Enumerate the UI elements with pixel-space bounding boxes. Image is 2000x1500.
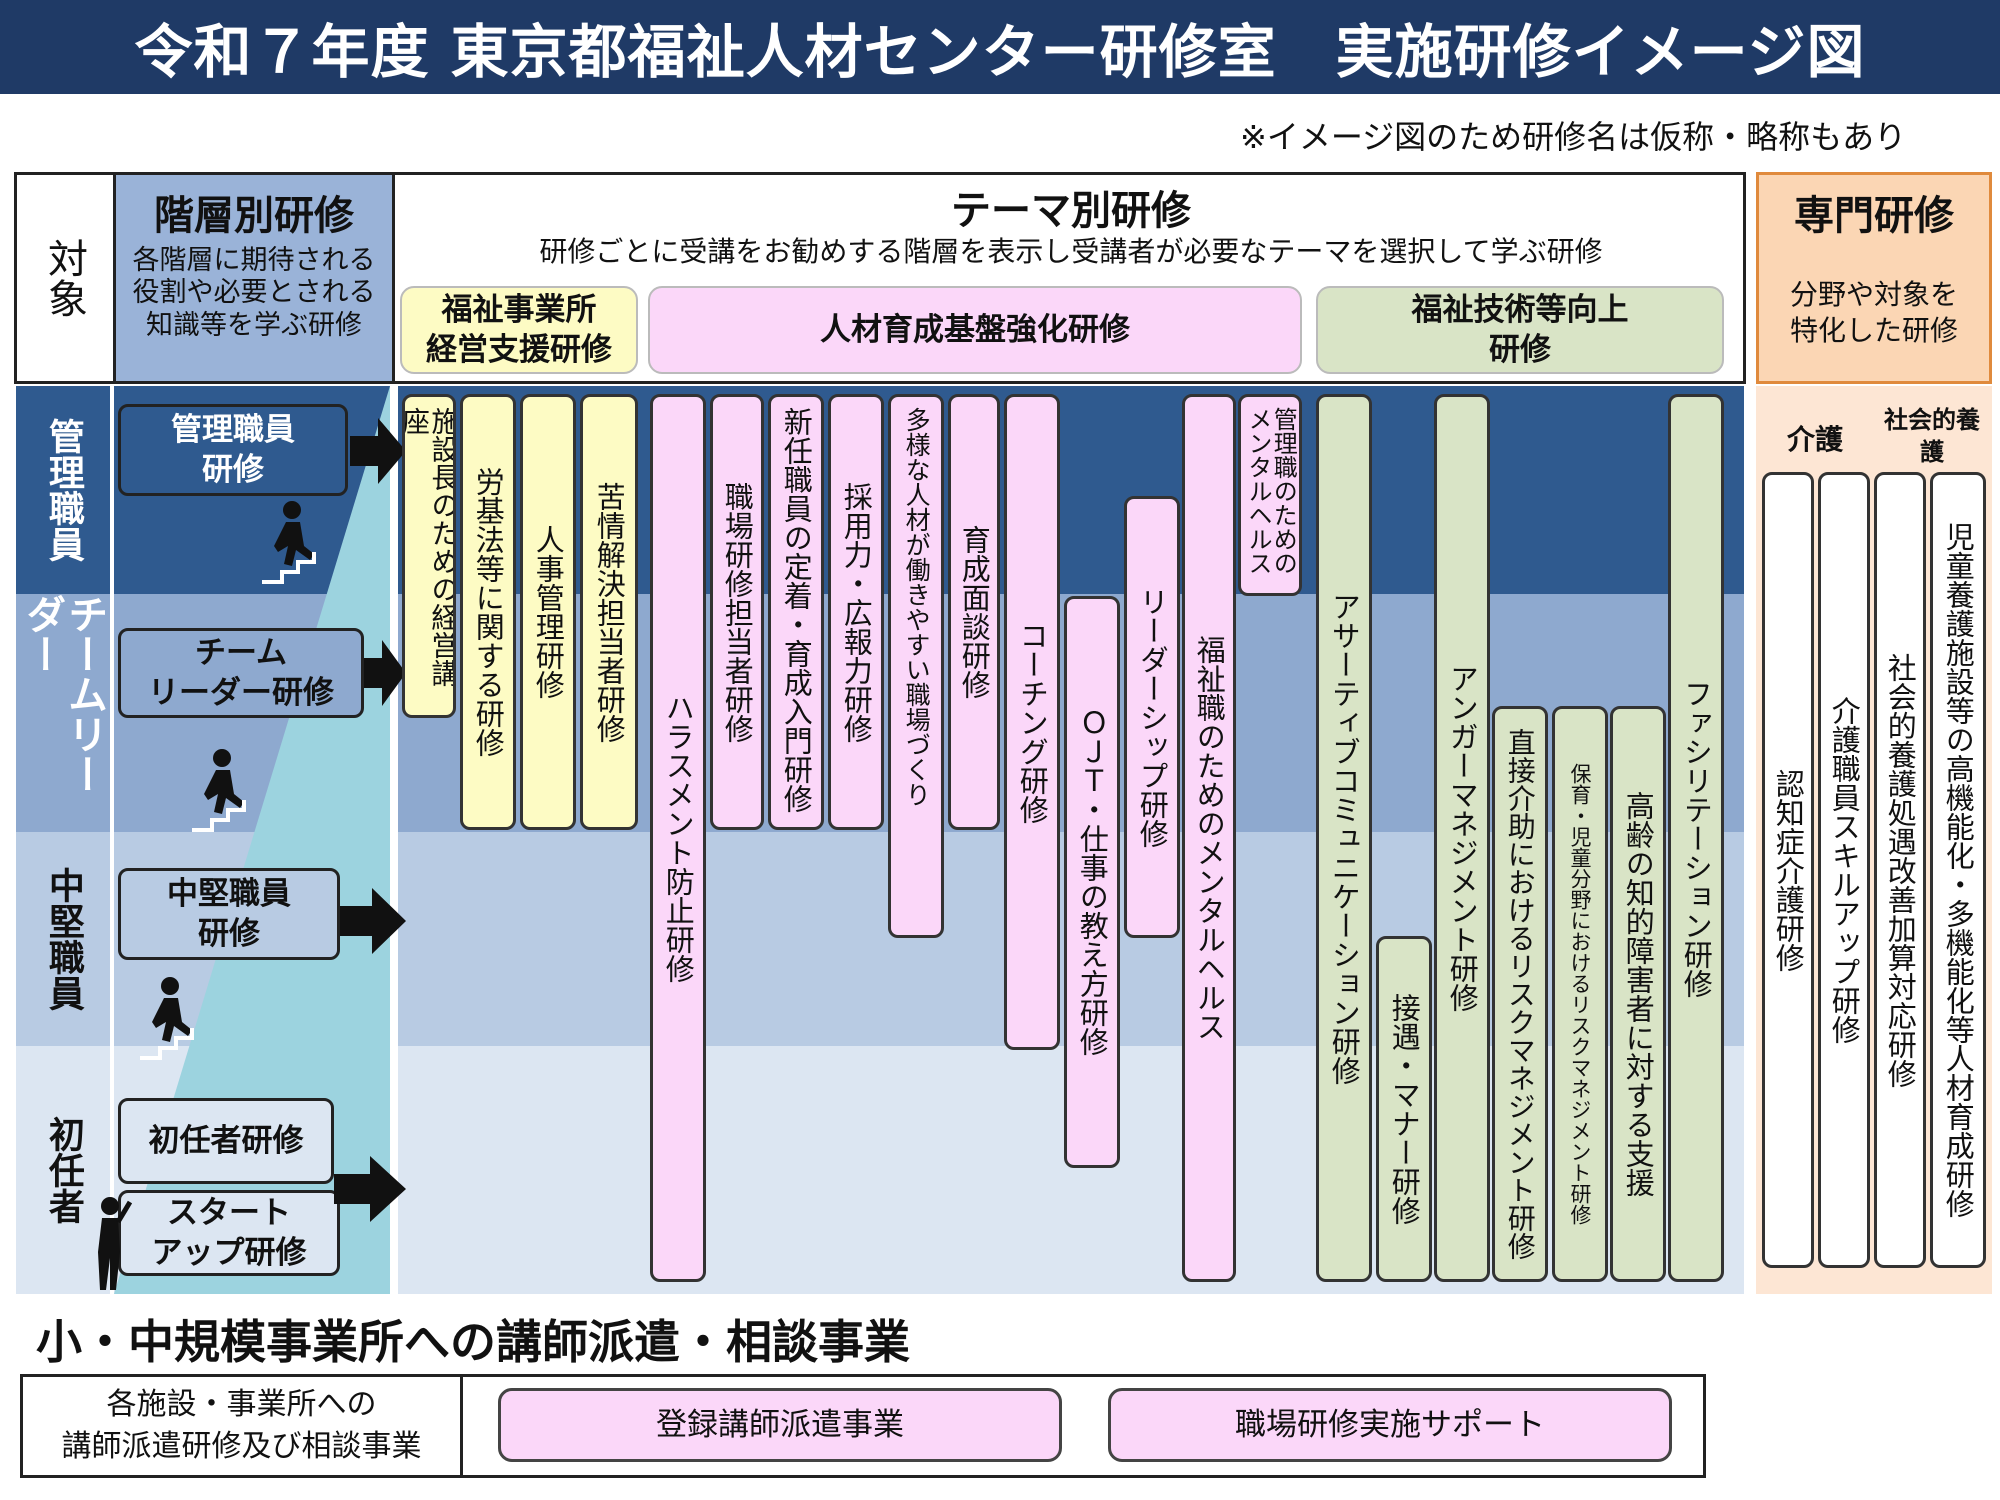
category-keiei: 福祉事業所 経営支援研修: [400, 286, 638, 374]
level-training-start: スタート アップ研修: [118, 1190, 340, 1276]
dispatch-heading: 小・中規模事業所への講師派遣・相談事業: [36, 1315, 910, 1369]
level-label-leader: チームリーダー: [19, 594, 107, 794]
arrow-right-icon: [334, 1156, 406, 1222]
arrow-right-icon: [350, 418, 406, 484]
senmon-col-shakai: 社会的養護: [1884, 406, 1980, 467]
level-label-chuken: 中堅職員: [42, 867, 84, 1011]
dispatch-item-workplace-support: 職場研修実施サポート: [1108, 1388, 1672, 1462]
training-bar: 育成面談研修: [948, 394, 1000, 830]
theme-desc: 研修ごとに受講をお勧めする階層を表示し受講者が必要なテーマを選択して学ぶ研修: [539, 235, 1603, 268]
page-title: 令和７年度 東京都福祉人材センター研修室 実施研修イメージ図: [0, 0, 2000, 94]
target-label-text: 対象: [41, 238, 87, 318]
training-bar: 福祉職のためのメンタルヘルス: [1182, 394, 1236, 1282]
arrow-right-icon: [340, 888, 406, 954]
training-bar: 児童養護施設等の高機能化・多機能化等人材育成研修: [1930, 472, 1986, 1268]
header-frame: [14, 172, 1746, 384]
senmon-col-kaigo: 介護: [1786, 423, 1843, 456]
disclaimer-note: ※イメージ図のため研修名は仮称・略称もあり: [1240, 118, 1907, 156]
training-bar: ハラスメント防止研修: [650, 394, 706, 1282]
training-bar: 職場研修担当者研修: [710, 394, 764, 830]
training-bar: 人事管理研修: [520, 394, 576, 830]
training-bar: 苦情解決担当者研修: [580, 394, 638, 830]
dispatch-frame: [20, 1374, 1706, 1478]
training-bar: 認知症介護研修: [1762, 472, 1814, 1268]
training-bar: 接遇・マナー研修: [1376, 936, 1432, 1282]
kaisou-heading: 階層別研修: [154, 193, 354, 239]
training-bar: 介護職員スキルアップ研修: [1818, 472, 1870, 1268]
senmon-header: 専門研修 分野や対象を特化した研修: [1756, 172, 1992, 384]
training-bar: リーダーシップ研修: [1124, 496, 1180, 938]
kaisou-header: 階層別研修 各階層に期待される役割や必要とされる知識等を学ぶ研修: [113, 175, 395, 381]
kaisou-desc: 各階層に期待される役割や必要とされる知識等を学ぶ研修: [132, 245, 376, 341]
theme-heading: テーマ別研修: [951, 188, 1191, 234]
training-bar: アサーティブコミュニケーション研修: [1316, 394, 1372, 1282]
training-bar: アンガーマネジメント研修: [1434, 394, 1490, 1282]
senmon-desc: 分野や対象を特化した研修: [1789, 278, 1958, 348]
training-bar: 社会的養護処遇改善加算対応研修: [1874, 472, 1926, 1268]
person-climbing-stairs-icon: [192, 749, 246, 832]
level-training-kanri: 管理職員 研修: [118, 404, 348, 496]
category-jinzai: 人材育成基盤強化研修: [648, 286, 1302, 374]
person-climbing-stairs-icon: [262, 501, 316, 584]
training-bar: 採用力・広報力研修: [828, 394, 884, 830]
level-training-chuken: 中堅職員 研修: [118, 868, 340, 960]
level-training-leader: チーム リーダー研修: [118, 628, 364, 718]
senmon-heading: 専門研修: [1794, 193, 1954, 239]
training-bar: 新任職員の定着・育成入門研修: [768, 394, 824, 830]
training-bar: 多様な人材が働きやすい職場づくり: [888, 394, 944, 938]
arrow-right-icon: [364, 640, 406, 706]
training-bar: コーチング研修: [1004, 394, 1060, 1050]
dispatch-item-registered-lecturer: 登録講師派遣事業: [498, 1388, 1062, 1462]
person-standing-icon: [98, 1197, 132, 1290]
dispatch-label: 各施設・事業所への 講師派遣研修及び相談事業: [23, 1377, 463, 1475]
training-bar: 保育・児童分野におけるリスクマネジメント研修: [1552, 706, 1608, 1282]
category-gijutsu: 福祉技術等向上 研修: [1316, 286, 1724, 374]
person-climbing-stairs-icon: [140, 977, 194, 1060]
level-label-kanri: 管理職員: [42, 418, 84, 562]
target-label: 対象: [17, 175, 111, 381]
training-bar: ファシリテーション研修: [1668, 394, 1724, 1282]
level-training-shonin: 初任者研修: [118, 1098, 334, 1184]
level-label-shonin: 初任者: [42, 1116, 84, 1224]
training-bar: 高齢の知的障害者に対する支援: [1610, 706, 1666, 1282]
training-bar: 労基法等に関する研修: [460, 394, 516, 830]
training-bar: 管理職のためのメンタルヘルス: [1238, 394, 1302, 596]
stairs-triangle: [114, 386, 390, 1294]
training-bar: 施設長のための経営講座: [402, 394, 456, 718]
training-bar: 直接介助におけるリスクマネジメント研修: [1492, 706, 1548, 1282]
training-bar: ＯＪＴ・仕事の教え方研修: [1064, 596, 1120, 1168]
